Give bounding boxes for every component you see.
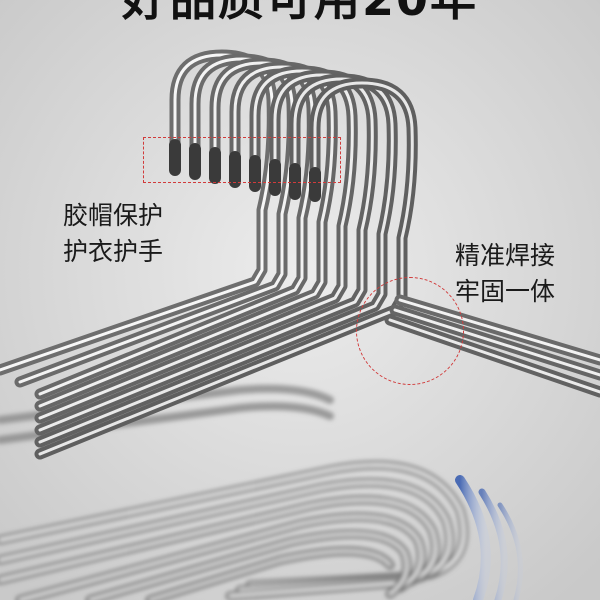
cap-callout-box <box>143 137 341 183</box>
cap-protection-line1: 胶帽保护 <box>63 201 164 230</box>
weld-label: 精准焊接 牢固一体 <box>455 238 555 310</box>
weld-line1: 精准焊接 <box>455 241 556 270</box>
cap-protection-label: 胶帽保护 护衣护手 <box>63 198 163 270</box>
weld-callout-circle <box>356 277 464 385</box>
cap-protection-line2: 护衣护手 <box>63 237 164 266</box>
headline: 好品质可用20年 <box>0 0 600 22</box>
main-hanger-stack <box>0 49 600 460</box>
motion-swoosh <box>455 475 523 600</box>
weld-line2: 牢固一体 <box>455 277 556 306</box>
lower-hanger-stack <box>0 384 469 600</box>
